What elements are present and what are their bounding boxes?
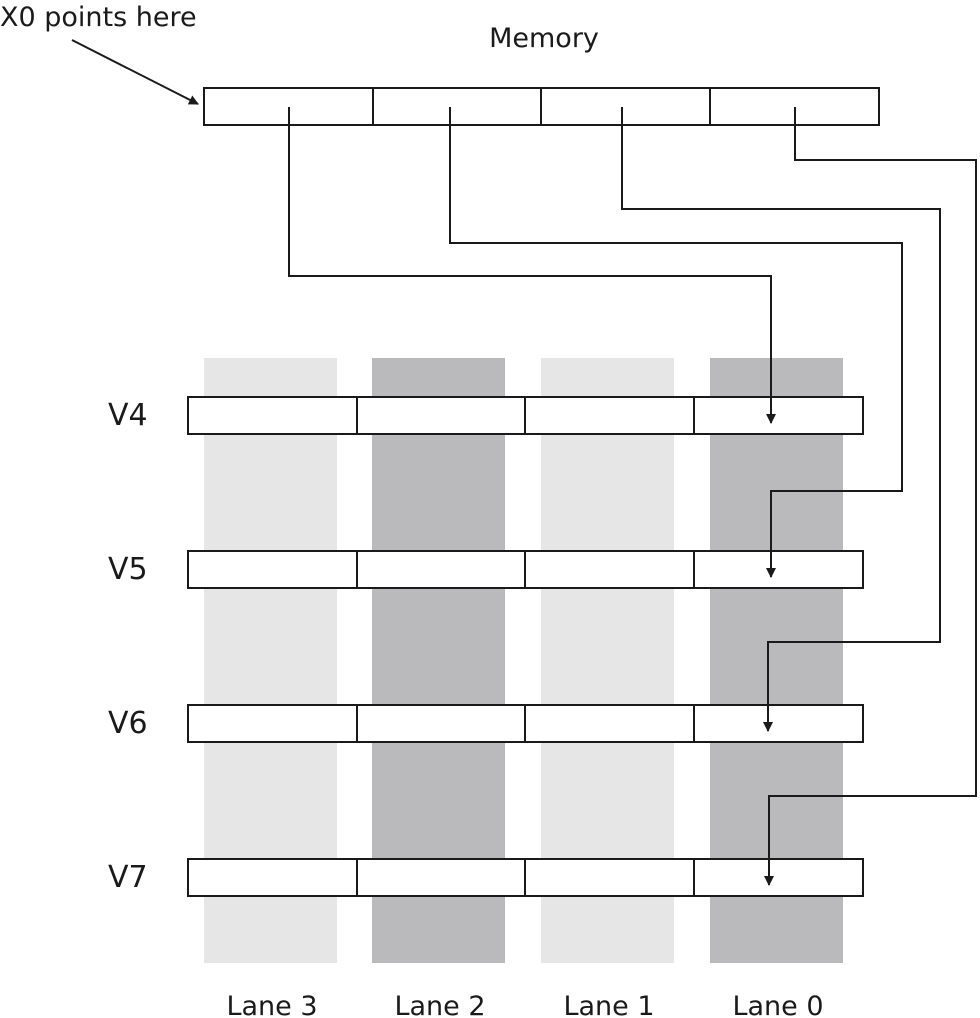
register-row-v7 bbox=[187, 858, 864, 897]
register-cell-lane-1 bbox=[524, 704, 695, 743]
register-cell-lane-0 bbox=[693, 396, 864, 435]
register-cell-lane-3 bbox=[187, 550, 358, 589]
connector-arrow-to-v5 bbox=[449, 107, 903, 578]
pointer-arrow bbox=[71, 39, 199, 105]
connector-arrow-to-v7 bbox=[764, 107, 977, 886]
connector-arrow-to-v6 bbox=[621, 107, 941, 732]
register-label-v5: V5 bbox=[108, 552, 148, 587]
register-cell-lane-0 bbox=[693, 858, 864, 897]
register-cell-lane-2 bbox=[356, 396, 526, 435]
register-cell-lane-0 bbox=[693, 550, 864, 589]
register-row-v6 bbox=[187, 704, 864, 743]
lane-label-3: Lane 3 bbox=[226, 991, 317, 1018]
register-cell-lane-1 bbox=[524, 858, 695, 897]
lane-label-2: Lane 2 bbox=[394, 991, 485, 1018]
memory-cell bbox=[372, 87, 542, 126]
register-label-v4: V4 bbox=[108, 398, 148, 433]
register-row-v5 bbox=[187, 550, 864, 589]
memory-label: Memory bbox=[489, 23, 599, 54]
lane-label-0: Lane 0 bbox=[732, 991, 823, 1018]
register-cell-lane-3 bbox=[187, 396, 358, 435]
pointer-label: X0 points here bbox=[0, 2, 197, 33]
memory-row bbox=[203, 87, 880, 126]
register-label-v6: V6 bbox=[108, 706, 148, 741]
connector-arrow-to-v4 bbox=[288, 107, 776, 424]
register-cell-lane-1 bbox=[524, 550, 695, 589]
lane-label-1: Lane 1 bbox=[563, 991, 654, 1018]
register-cell-lane-3 bbox=[187, 858, 358, 897]
register-cell-lane-2 bbox=[356, 704, 526, 743]
register-cell-lane-3 bbox=[187, 704, 358, 743]
register-row-v4 bbox=[187, 396, 864, 435]
register-cell-lane-1 bbox=[524, 396, 695, 435]
register-cell-lane-2 bbox=[356, 858, 526, 897]
register-label-v7: V7 bbox=[108, 860, 148, 895]
memory-cell bbox=[540, 87, 711, 126]
register-cell-lane-2 bbox=[356, 550, 526, 589]
register-cell-lane-0 bbox=[693, 704, 864, 743]
